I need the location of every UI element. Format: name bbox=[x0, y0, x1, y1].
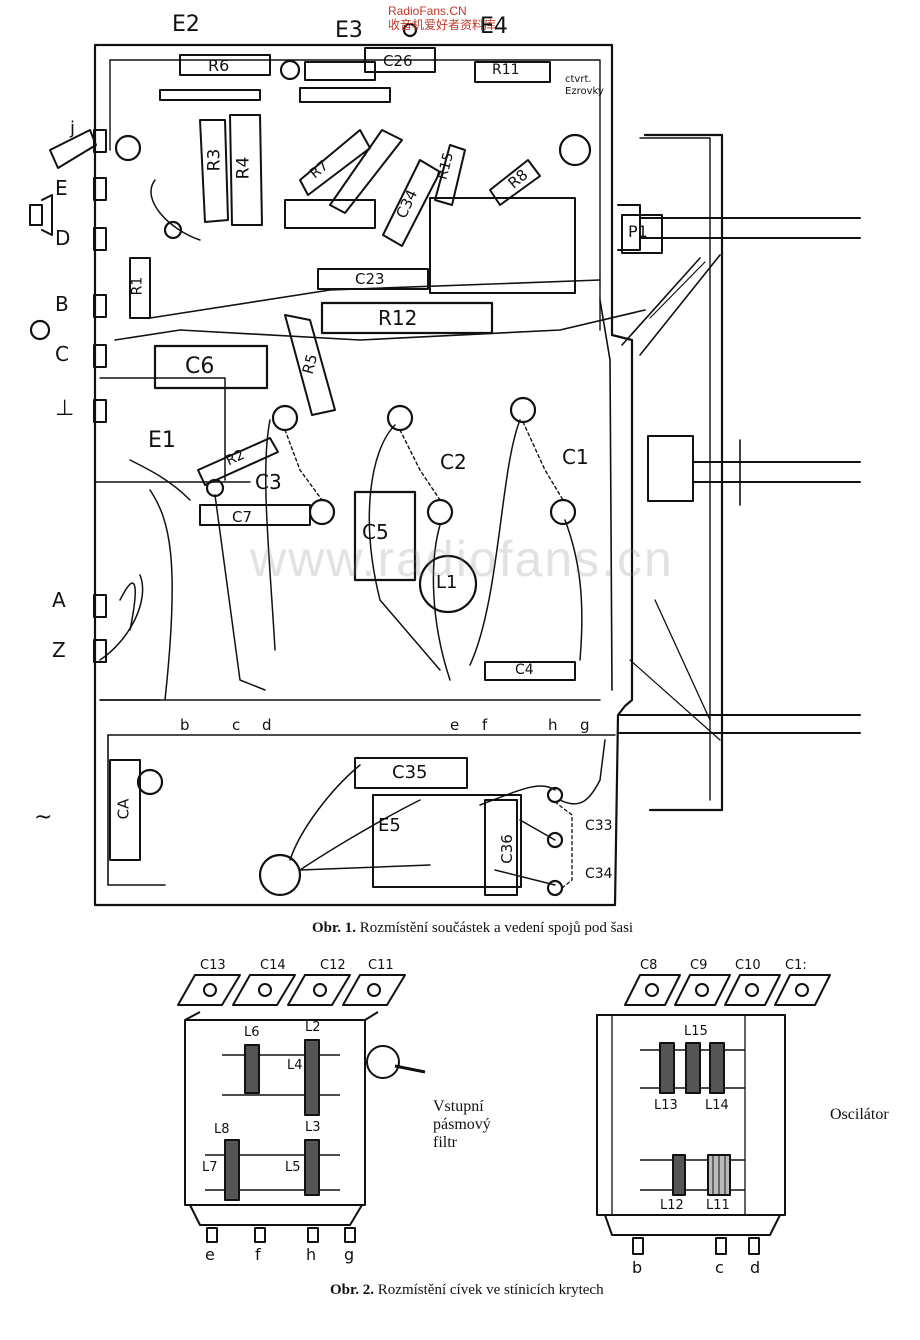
terminal-j: j bbox=[70, 118, 76, 139]
label-r4: R4 bbox=[233, 156, 254, 180]
fig1-caption-number: Obr. 1. bbox=[312, 920, 357, 936]
coil-l11: L11 bbox=[706, 1198, 730, 1213]
label-r11: R11 bbox=[492, 62, 520, 78]
coil-l3: L3 bbox=[305, 1120, 321, 1135]
terminal-mains: ~ bbox=[34, 805, 53, 830]
pin-b: b bbox=[632, 1258, 643, 1277]
label-e5: E5 bbox=[378, 815, 401, 836]
pin-c: c bbox=[715, 1258, 724, 1277]
pin-d: d bbox=[750, 1258, 761, 1277]
input-filter-title-line2: pásmový bbox=[433, 1116, 491, 1133]
coil-l13: L13 bbox=[654, 1098, 678, 1113]
bottom-e: e bbox=[450, 716, 460, 734]
bottom-g: g bbox=[580, 716, 590, 734]
label-l1: L1 bbox=[436, 572, 458, 593]
bottom-h: h bbox=[548, 716, 558, 734]
trimmer-c8: C8 bbox=[640, 958, 658, 973]
label-e1: E1 bbox=[148, 428, 176, 453]
coil-l12: L12 bbox=[660, 1198, 684, 1213]
label-c6: C6 bbox=[185, 354, 215, 379]
trimmer-c12: C12 bbox=[320, 958, 346, 973]
coil-l2: L2 bbox=[305, 1020, 321, 1035]
label-r6: R6 bbox=[208, 56, 230, 75]
trimmer-c13: C13 bbox=[200, 958, 226, 973]
bottom-b: b bbox=[180, 716, 190, 734]
trimmer-c9: C9 bbox=[690, 958, 708, 973]
trimmer-c11: C11 bbox=[368, 958, 394, 973]
label-p1: P1 bbox=[628, 222, 648, 241]
bottom-f: f bbox=[482, 716, 488, 734]
input-filter-title-line3: filtr bbox=[433, 1134, 457, 1151]
label-c4: C4 bbox=[515, 662, 534, 678]
coil-l7: L7 bbox=[202, 1160, 218, 1175]
fig1-caption-text: Rozmístění součástek a vedení spojů pod … bbox=[359, 920, 634, 936]
watermark-line2: 收音机爱好者资料库 bbox=[388, 18, 497, 32]
coil-l14: L14 bbox=[705, 1098, 729, 1113]
label-r3: R3 bbox=[204, 148, 225, 172]
label-c5: C5 bbox=[362, 520, 389, 544]
label-note: ctvrt. Ezrovky bbox=[565, 74, 604, 97]
watermark-line1: RadioFans.CN bbox=[388, 4, 467, 18]
terminal-ground: ⊥ bbox=[55, 396, 75, 421]
input-filter-title: Vstupní pásmový filtr bbox=[433, 1098, 491, 1152]
label-c1: C1 bbox=[562, 445, 589, 469]
terminal-c: C bbox=[55, 342, 69, 366]
label-ca: CA bbox=[114, 798, 133, 820]
label-c2: C2 bbox=[440, 450, 467, 474]
fig2-caption: Obr. 2. Rozmístění cívek ve stínicích kr… bbox=[330, 1282, 604, 1299]
pin-g: g bbox=[344, 1245, 355, 1264]
pin-e: e bbox=[205, 1245, 215, 1264]
label-e3: E3 bbox=[335, 18, 363, 43]
terminal-a: A bbox=[52, 588, 66, 612]
label-c3: C3 bbox=[255, 470, 282, 494]
label-c23: C23 bbox=[355, 270, 385, 288]
trimmer-c10: C10 bbox=[735, 958, 761, 973]
coil-l15: L15 bbox=[684, 1024, 708, 1039]
terminal-e: E bbox=[55, 176, 68, 200]
trimmer-c14: C14 bbox=[260, 958, 286, 973]
fig2-caption-number: Obr. 2. bbox=[330, 1282, 375, 1298]
fig2-caption-text: Rozmístění cívek ve stínicích krytech bbox=[377, 1282, 604, 1298]
pin-f: f bbox=[255, 1245, 261, 1264]
label-c35: C35 bbox=[392, 762, 428, 783]
terminal-d: D bbox=[55, 226, 71, 250]
label-r1: R1 bbox=[129, 276, 146, 296]
label-c36: C36 bbox=[497, 834, 516, 864]
input-filter-title-line1: Vstupní bbox=[433, 1098, 484, 1115]
watermark-center: www.radiofans.cn bbox=[250, 531, 674, 587]
label-r12: R12 bbox=[378, 306, 418, 330]
label-c34-bottom: C34 bbox=[585, 866, 613, 882]
pin-h: h bbox=[306, 1245, 317, 1264]
terminal-b: B bbox=[55, 292, 69, 316]
bottom-c: c bbox=[232, 716, 241, 734]
trimmer-c1: C1: bbox=[785, 958, 807, 973]
label-c26: C26 bbox=[383, 52, 413, 70]
oscillator-title: Oscilátor bbox=[830, 1106, 889, 1123]
terminal-z: Z bbox=[52, 638, 66, 662]
label-e2: E2 bbox=[172, 12, 200, 37]
coil-l5: L5 bbox=[285, 1160, 301, 1175]
label-c7: C7 bbox=[232, 508, 253, 526]
watermark-top: RadioFans.CN 收音机爱好者资料库 bbox=[388, 4, 496, 32]
coil-l8: L8 bbox=[214, 1122, 230, 1137]
coil-l6: L6 bbox=[244, 1025, 260, 1040]
label-e4: E4 bbox=[480, 14, 508, 39]
bottom-d: d bbox=[262, 716, 272, 734]
fig1-caption: Obr. 1. Rozmístění součástek a vedení sp… bbox=[312, 920, 633, 937]
chassis-outline bbox=[93, 43, 634, 907]
coil-l4: L4 bbox=[287, 1058, 303, 1073]
label-c33: C33 bbox=[585, 818, 613, 834]
